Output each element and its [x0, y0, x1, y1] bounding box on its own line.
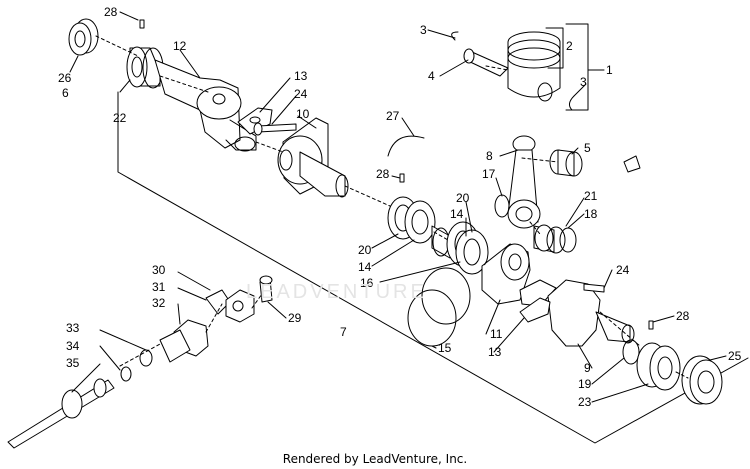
drive-cover-30 — [225, 289, 255, 323]
callout-24: 16 — [360, 276, 374, 290]
washer-34 — [120, 366, 132, 382]
footer-credit: Rendered by LeadVenture, Inc. — [282, 452, 468, 466]
pin-28-right — [648, 320, 654, 330]
circlip-3-right — [568, 95, 575, 111]
center-bearing-stack — [387, 196, 489, 275]
callout-0: 28 — [104, 5, 118, 19]
drive-shaft-35 — [7, 378, 115, 449]
callout-35: 25 — [728, 349, 742, 363]
callout-13: 27 — [386, 109, 400, 123]
washer-13 — [237, 107, 273, 135]
callout-22: 20 — [358, 243, 372, 257]
thrust-washer-18 — [559, 227, 577, 253]
callout-11: 4 — [428, 69, 435, 83]
bearing-23 — [636, 342, 681, 391]
callout-36: 33 — [66, 321, 80, 335]
callout-9: 1 — [606, 63, 613, 77]
callout-21: 14 — [450, 207, 464, 221]
piston-2 — [507, 31, 561, 102]
callout-30: 7 — [340, 325, 347, 339]
callout-17: 28 — [376, 167, 390, 181]
callout-5: 13 — [294, 69, 308, 83]
oil-seal-25 — [681, 355, 723, 405]
bolt-24-lower — [583, 283, 605, 293]
callout-16: 17 — [482, 167, 496, 181]
crank-half-9 — [547, 279, 635, 347]
callout-19: 18 — [584, 207, 598, 221]
thrust-washer-17 — [494, 194, 510, 218]
callout-3: 22 — [113, 111, 127, 125]
crank-half-10 — [277, 117, 349, 198]
callout-26: 30 — [152, 263, 166, 277]
pin-28-mid — [399, 173, 405, 183]
callout-1: 26 — [58, 71, 72, 85]
wrist-pin-4 — [463, 48, 509, 77]
callout-15: 8 — [486, 149, 493, 163]
o-ring-19 — [622, 339, 640, 365]
callout-38: 35 — [66, 356, 80, 370]
callout-10: 3 — [420, 23, 427, 37]
o-ring-33 — [139, 349, 153, 367]
connecting-rod-8 — [507, 135, 541, 229]
crank-half-11 — [481, 243, 557, 307]
pin-28-left — [139, 19, 145, 29]
callout-29: 29 — [288, 311, 302, 325]
circlip-3-left — [451, 31, 459, 41]
callout-37: 34 — [66, 339, 80, 353]
callout-28: 32 — [152, 296, 166, 310]
crank-half-12 — [154, 59, 257, 152]
callout-7: 10 — [296, 107, 310, 121]
screw-29 — [259, 275, 273, 303]
watermark-text: LEADVENTURE — [246, 281, 427, 303]
clip-part — [623, 155, 641, 173]
relation-lines — [95, 35, 689, 379]
leader-lines — [69, 11, 727, 403]
callout-12: 3 — [580, 75, 587, 89]
bearing-22 — [126, 46, 164, 89]
drive-housing-32 — [159, 319, 209, 363]
callout-6: 24 — [294, 87, 308, 101]
bracket-1 — [565, 23, 589, 111]
callout-18: 21 — [584, 189, 598, 203]
callout-4: 12 — [173, 39, 187, 53]
callout-27: 31 — [152, 280, 166, 294]
callout-31: 11 — [490, 327, 503, 341]
callout-numbers: 28 26 6 22 12 13 24 10 2 1 3 4 3 27 5 8 … — [58, 5, 742, 409]
washer-13-lower — [519, 297, 551, 323]
callout-14: 5 — [584, 141, 591, 155]
callout-33: 15 — [438, 341, 452, 355]
callout-20: 20 — [456, 191, 470, 205]
callout-41: 23 — [578, 395, 592, 409]
callout-2: 6 — [62, 86, 69, 100]
oil-seal-26 — [68, 18, 99, 56]
callout-40: 19 — [578, 377, 592, 391]
bracket-2 — [545, 27, 564, 69]
callout-34: 28 — [676, 309, 690, 323]
o-ring-15-a — [421, 267, 471, 325]
assembly-bracket-line — [117, 91, 749, 444]
callout-39: 9 — [584, 361, 591, 375]
needle-bearing-5 — [549, 149, 583, 177]
callout-32: 13 — [488, 345, 502, 359]
callout-23: 14 — [358, 260, 372, 274]
bolt-24-upper — [253, 122, 297, 136]
callout-8: 2 — [566, 39, 573, 53]
callout-25: 24 — [616, 263, 630, 277]
circlip-27 — [387, 135, 425, 157]
